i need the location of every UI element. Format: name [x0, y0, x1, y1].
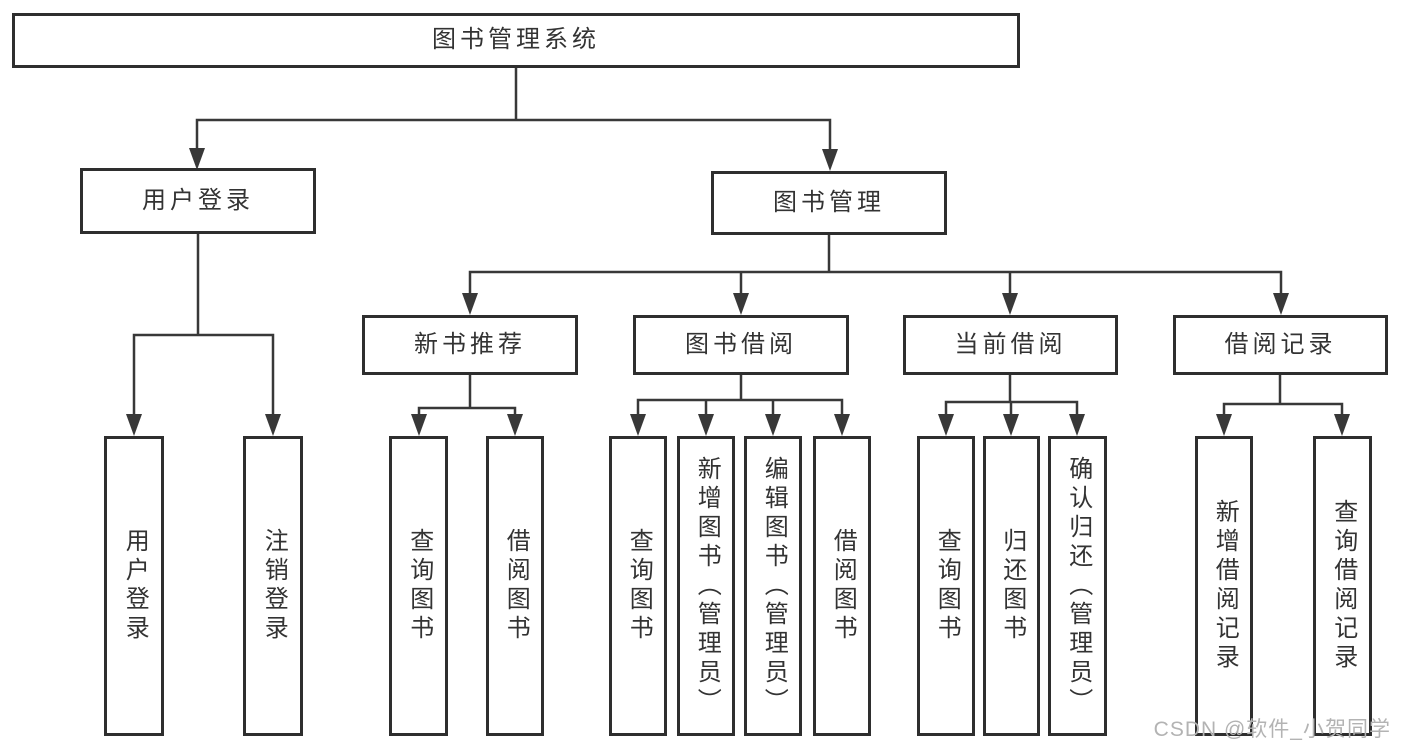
leaf-newrec-borrow-books-label: 借阅图书	[502, 528, 530, 644]
leaf-newrec-query-books: 查询图书	[389, 436, 448, 736]
leaf-borrowsec-query-books-label: 查询图书	[625, 528, 653, 644]
leaf-user-login: 用户登录	[104, 436, 164, 736]
leaf-borrowsec-add-books-admin: 新增图书（管理员）	[677, 436, 735, 736]
leaf-record-query-borrow-record: 查询借阅记录	[1313, 436, 1372, 736]
node-book-management-label: 图书管理	[773, 188, 885, 216]
node-book-management: 图书管理	[711, 171, 947, 235]
leaf-borrowsec-add-books-admin-label: 新增图书（管理员）	[693, 455, 721, 717]
leaf-borrowsec-borrow-books: 借阅图书	[813, 436, 871, 736]
leaf-current-confirm-return-admin-label: 确认归还（管理员）	[1064, 455, 1092, 717]
connector-user-login-children	[126, 232, 281, 436]
node-borrow-record: 借阅记录	[1173, 315, 1388, 375]
node-book-borrow-label: 图书借阅	[685, 330, 797, 358]
node-user-login-label: 用户登录	[142, 186, 254, 214]
connector-root-to-level2	[189, 66, 838, 171]
connector-current-borrow-children	[938, 373, 1085, 436]
node-current-borrow: 当前借阅	[903, 315, 1118, 375]
leaf-borrowsec-query-books: 查询图书	[609, 436, 667, 736]
leaf-current-query-books: 查询图书	[917, 436, 975, 736]
node-book-borrow: 图书借阅	[633, 315, 849, 375]
node-new-book-recommend-label: 新书推荐	[414, 330, 526, 358]
node-root-library-system: 图书管理系统	[12, 13, 1020, 68]
leaf-record-query-borrow-record-label: 查询借阅记录	[1329, 499, 1357, 673]
leaf-current-query-books-label: 查询图书	[933, 528, 961, 644]
connector-book-borrow-children	[630, 373, 850, 436]
node-new-book-recommend: 新书推荐	[362, 315, 578, 375]
csdn-watermark: CSDN @软件_小贺同学	[1153, 718, 1391, 741]
node-current-borrow-label: 当前借阅	[954, 330, 1067, 358]
node-root-label: 图书管理系统	[432, 26, 600, 54]
leaf-borrowsec-borrow-books-label: 借阅图书	[829, 528, 857, 644]
leaf-current-return-books-label: 归还图书	[998, 528, 1026, 644]
leaf-borrowsec-edit-books-admin-label: 编辑图书（管理员）	[760, 455, 788, 717]
leaf-record-add-borrow-record: 新增借阅记录	[1195, 436, 1253, 736]
leaf-current-return-books: 归还图书	[983, 436, 1040, 736]
leaf-user-login-label: 用户登录	[121, 528, 149, 644]
connector-book-mgmt-sections	[462, 233, 1289, 315]
leaf-logout: 注销登录	[243, 436, 303, 736]
leaf-newrec-query-books-label: 查询图书	[405, 528, 433, 644]
leaf-borrowsec-edit-books-admin: 编辑图书（管理员）	[744, 436, 802, 736]
leaf-logout-label: 注销登录	[260, 528, 288, 644]
node-user-login: 用户登录	[80, 168, 316, 234]
connector-borrow-record-children	[1216, 373, 1350, 436]
leaf-newrec-borrow-books: 借阅图书	[486, 436, 544, 736]
node-borrow-record-label: 借阅记录	[1224, 330, 1337, 358]
leaf-record-add-borrow-record-label: 新增借阅记录	[1211, 499, 1239, 673]
leaf-current-confirm-return-admin: 确认归还（管理员）	[1048, 436, 1107, 736]
connector-new-book-rec-children	[411, 373, 523, 436]
